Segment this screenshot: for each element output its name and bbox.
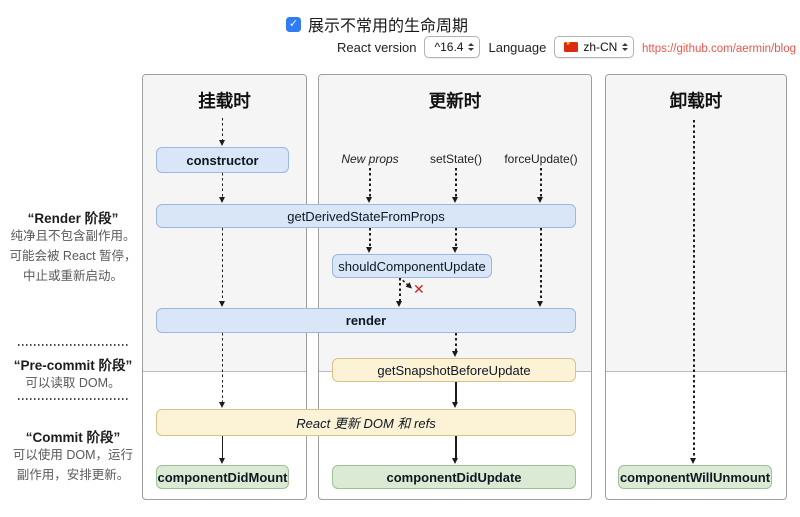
arrow-gdsfp-to-render-mount [221, 228, 224, 301]
arrowhead [690, 458, 697, 464]
cancel-cross-icon: ✕ [413, 281, 425, 297]
arrowhead [396, 301, 403, 307]
arrowhead [452, 402, 459, 408]
legend-divider [18, 398, 128, 400]
arrow-set-state-to-gdsfp [455, 168, 457, 197]
arrowhead [218, 140, 225, 146]
trigger-set-state: setState() [429, 152, 483, 166]
trigger-new-props: New props [341, 152, 399, 166]
arrow-force-update-to-render [540, 228, 542, 301]
arrowhead [218, 301, 225, 307]
panel-mounting: 挂载时 [142, 74, 307, 500]
legend-commit-phase-line: 可以使用 DOM，运行 [12, 448, 134, 462]
toggle-label: 展示不常用的生命周期 [308, 18, 469, 35]
legend-render-phase-line: 中止或重新启动。 [22, 269, 123, 283]
arrow-render-to-dom-update-mount [221, 333, 224, 402]
arrow-dom-update-to-did-mount [221, 436, 224, 458]
node-constructor: constructor [156, 147, 289, 173]
language-select[interactable]: ★ zh-CN [554, 36, 635, 58]
legend-commit-phase-title: “Commit 阶段” [25, 430, 121, 445]
arrowhead [218, 402, 225, 408]
trigger-force-update: forceUpdate() [504, 152, 578, 166]
arrow-dom-update-to-did-update [455, 436, 457, 458]
panel-mounting-title: 挂载时 [198, 91, 251, 111]
node-component-did-update: componentDidUpdate [332, 465, 576, 489]
arrowhead [452, 197, 459, 203]
node-component-did-mount: componentDidMount [156, 465, 289, 489]
arrow-scu-false-branch [398, 277, 412, 289]
node-get-derived-state-from-props: getDerivedStateFromProps [156, 204, 576, 228]
arrow-unmounting-to-will-unmount [693, 120, 695, 458]
legend-render-phase-line: 纯净且不包含副作用。 [10, 229, 136, 243]
react-version-select[interactable]: ^16.4 [424, 36, 481, 58]
arrowhead [218, 197, 225, 203]
panel-unmounting-render-phase-section [606, 75, 786, 372]
arrow-gsbu-to-dom-update [455, 382, 457, 402]
select-stepper-icon [622, 43, 629, 51]
arrowhead [537, 301, 544, 307]
arrowhead [537, 197, 544, 203]
cn-flag-icon: ★ [564, 42, 579, 52]
panel-unmounting-title: 卸载时 [669, 91, 723, 111]
language-label: Language [488, 39, 547, 55]
select-stepper-icon [468, 43, 475, 51]
arrow-force-update-to-gdsfp [540, 168, 542, 197]
legend-render-phase-line: 可能会被 React 暂停， [9, 249, 137, 263]
arrowhead [218, 458, 225, 464]
diagram-controls: React version ^16.4 Language ★ zh-CN [337, 36, 635, 58]
react-version-label: React version [337, 39, 417, 55]
arrowhead [366, 247, 373, 253]
arrow-mounting-start [221, 118, 224, 141]
arrowhead [452, 351, 459, 357]
arrow-gdsfp-to-scu-left [369, 228, 371, 247]
panel-updating-title: 更新时 [428, 91, 482, 111]
node-get-snapshot-before-update: getSnapshotBeforeUpdate [332, 358, 576, 382]
language-value: zh-CN [583, 40, 618, 54]
arrow-constructor-to-gdsfp [221, 173, 224, 197]
arrow-scu-to-render [399, 278, 401, 301]
legend-precommit-phase-title: “Pre-commit 阶段” [13, 358, 133, 373]
node-should-component-update: shouldComponentUpdate [332, 254, 492, 278]
legend-divider [18, 344, 128, 346]
legend-commit-phase-line: 副作用，安排更新。 [16, 468, 130, 482]
arrowhead [452, 247, 459, 253]
arrowhead [452, 458, 459, 464]
repo-link[interactable]: https://github.com/aermin/blog [641, 43, 796, 55]
node-render: render [156, 308, 576, 333]
node-component-will-unmount: componentWillUnmount [618, 465, 772, 489]
panel-unmounting: 卸载时 [605, 74, 787, 500]
arrow-render-to-gsbu [455, 333, 457, 351]
legend-precommit-phase-line: 可以读取 DOM。 [25, 376, 121, 390]
legend-render-phase-title: “Render 阶段” [27, 211, 119, 226]
arrow-gdsfp-to-scu-right [455, 228, 457, 247]
arrow-new-props-to-gdsfp [369, 168, 371, 197]
arrowhead [366, 197, 373, 203]
node-react-updates-dom: React 更新 DOM 和 refs [156, 409, 576, 436]
toggle-uncommon-lifecycles[interactable]: ✓ 展示不常用的生命周期 [286, 12, 468, 36]
react-version-value: ^16.4 [434, 40, 464, 54]
checkbox-checked-icon[interactable]: ✓ [286, 16, 301, 32]
